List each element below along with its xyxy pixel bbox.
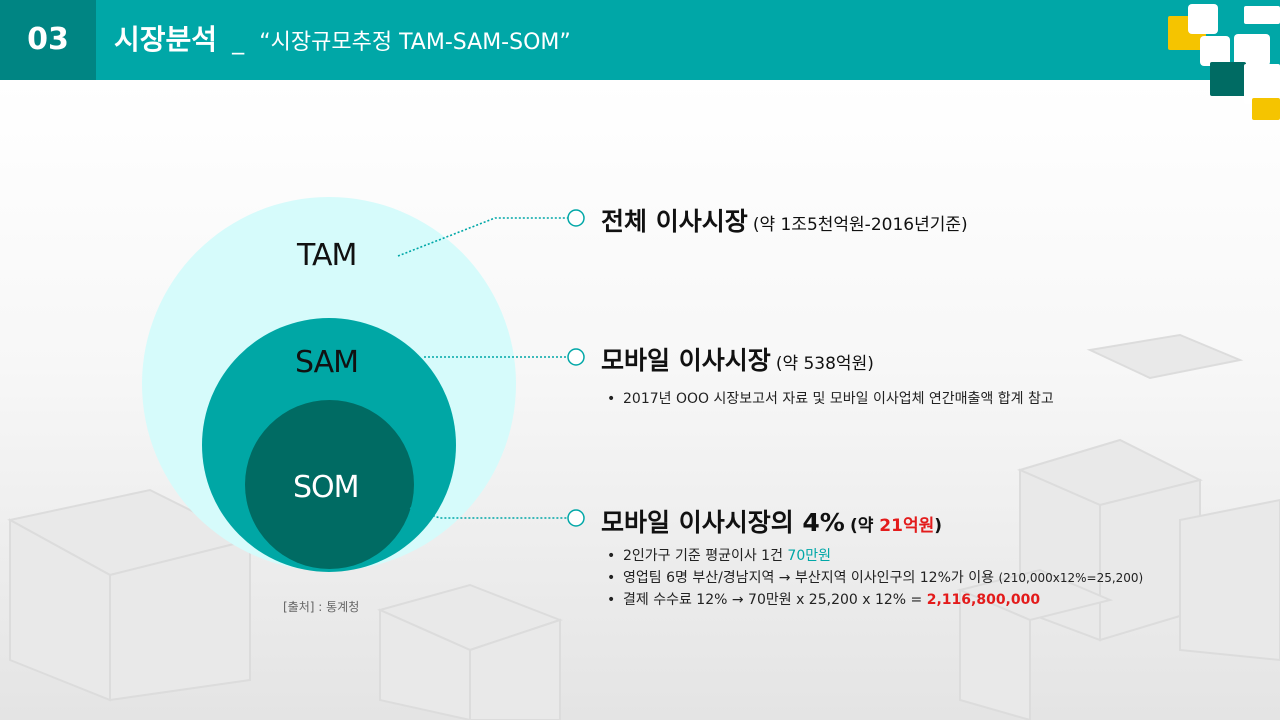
page-title: 시장분석 _ “시장규모추정 TAM-SAM-SOM” <box>114 0 571 80</box>
som-note: (약 21억원) <box>850 516 942 536</box>
tam-label: TAM <box>297 238 357 273</box>
sam-label: SAM <box>295 345 359 380</box>
som-connector-dot <box>567 509 585 527</box>
sam-title: 모바일 이사시장 <box>601 346 771 375</box>
decorative-squares-icon <box>1168 4 1280 120</box>
list-item: 2017년 OOO 시장보고서 자료 및 모바일 이사업체 연간매출액 합계 참… <box>607 388 1054 410</box>
tam-heading: 전체 이사시장 (약 1조5천억원-2016년기준) <box>601 202 968 238</box>
title-subtitle: “시장규모추정 TAM-SAM-SOM” <box>259 30 571 55</box>
som-bullet-list: 2인가구 기준 평균이사 1건 70만원 영업팀 6명 부산/경남지역 → 부산… <box>607 545 1143 611</box>
list-item: 결제 수수료 12% → 70만원 x 25,200 x 12% = 2,116… <box>607 589 1143 611</box>
sam-connector-dot <box>567 348 585 366</box>
tam-title: 전체 이사시장 <box>601 207 748 236</box>
bullet-value: 2,116,800,000 <box>926 592 1041 608</box>
sam-heading: 모바일 이사시장 (약 538억원) <box>601 341 874 377</box>
header-bar: 03 시장분석 _ “시장규모추정 TAM-SAM-SOM” <box>0 0 1280 80</box>
bullet-text: 2인가구 기준 평균이사 1건 <box>623 548 788 564</box>
som-title: 모바일 이사시장의 4% <box>601 508 845 537</box>
sam-note: (약 538억원) <box>775 354 874 374</box>
title-main: 시장분석 <box>114 23 218 56</box>
tam-connector <box>397 217 568 257</box>
som-note-open: (약 <box>849 516 880 536</box>
som-note-value: 21억원 <box>879 516 935 536</box>
bullet-text: 영업팀 6명 부산/경남지역 → 부산지역 이사인구의 12%가 이용 <box>623 570 999 586</box>
som-heading: 모바일 이사시장의 4% (약 21억원) <box>601 503 942 539</box>
bullet-text: 결제 수수료 12% → 70만원 x 25,200 x 12% = <box>623 592 927 608</box>
list-item: 2인가구 기준 평균이사 1건 70만원 <box>607 545 1143 567</box>
sam-bullet-list: 2017년 OOO 시장보고서 자료 및 모바일 이사업체 연간매출액 합계 참… <box>607 388 1054 410</box>
bullet-note: (210,000x12%=25,200) <box>998 571 1144 585</box>
som-connector <box>409 507 568 519</box>
tam-note: (약 1조5천억원-2016년기준) <box>752 215 968 235</box>
som-label: SOM <box>293 470 360 505</box>
title-separator: _ <box>232 27 245 55</box>
tam-connector-dot <box>567 209 585 227</box>
list-item: 영업팀 6명 부산/경남지역 → 부산지역 이사인구의 12%가 이용 (210… <box>607 567 1143 589</box>
bullet-value: 70만원 <box>787 548 831 564</box>
som-note-close: ) <box>934 516 942 536</box>
som-circle <box>245 400 414 569</box>
source-note: [출처] : 통계청 <box>283 600 360 614</box>
section-number: 03 <box>0 0 96 80</box>
